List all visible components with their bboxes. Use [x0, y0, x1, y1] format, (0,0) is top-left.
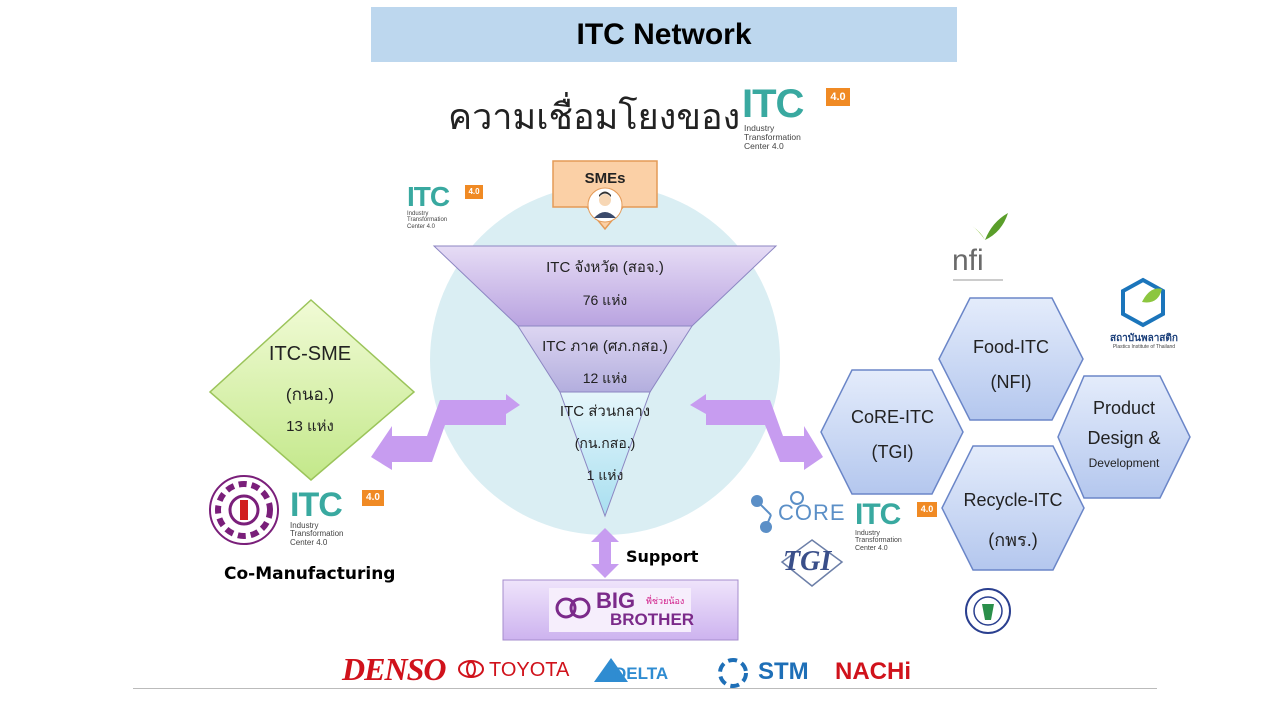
food-itc-org: (NFI): [990, 372, 1032, 392]
core-itc-org: (TGI): [871, 442, 914, 462]
network-heading: ความเชื่อมโยงของ: [448, 97, 741, 138]
right-connector-arrow: [690, 394, 823, 470]
tier-central-title: ITC ส่วนกลาง: [559, 403, 651, 420]
sponsor-toyota: TOYOTA: [489, 659, 570, 681]
sponsor-stm: STM: [758, 658, 809, 685]
product-design-line2: Design &: [1087, 428, 1161, 448]
big-brother-hands-icon: [555, 597, 591, 619]
nfi-leaf-icon: [972, 213, 1008, 240]
hex-food-itc: [938, 297, 1084, 421]
recycle-itc-title: Recycle-ITC: [963, 490, 1063, 510]
tier-region-count: 12 แห่ง: [582, 370, 628, 386]
person-icon: [587, 187, 623, 223]
plastics-institute-icon: [1121, 277, 1165, 328]
footer-divider: [133, 688, 1157, 689]
hex-core-itc: [820, 369, 964, 495]
core-itc-title: CoRE-ITC: [850, 407, 934, 427]
funnel-tier-central: [559, 391, 651, 518]
tgi-emblem-icon: [780, 539, 844, 587]
smes-label: SMEs: [584, 170, 626, 187]
support-arrow: [591, 528, 619, 578]
title-banner: ITC Network: [371, 7, 957, 62]
toyota-emblem-icon: [458, 660, 484, 678]
core-molecule-icon: [751, 491, 804, 533]
big-brother-brother: BROTHER: [610, 610, 695, 629]
tgi-logo-text: TGI: [783, 546, 832, 577]
left-connector-arrow: [371, 394, 520, 470]
ieat-logo-icon: [209, 475, 279, 545]
hex-product-design: [1057, 375, 1191, 499]
itc-logo-funnel: ITC 4.0 Industry Transformation Center 4…: [407, 183, 487, 233]
big-brother-thai: พี่ช่วยน้อง: [646, 596, 685, 606]
support-label: Support: [626, 547, 699, 566]
tier-central-count: 1 แห่ง: [586, 467, 624, 483]
core-logo-text: CORE: [778, 500, 846, 525]
sponsor-delta: DELTA: [614, 664, 669, 683]
food-itc-title: Food-ITC: [972, 337, 1050, 357]
plastics-institute-thai: สถาบันพลาสติก: [1110, 333, 1178, 344]
product-design-line3: Development: [1088, 456, 1160, 470]
hex-recycle-itc: [941, 445, 1085, 571]
nfi-logo-text: nfi: [952, 244, 984, 277]
recycle-itc-org: (กพร.): [988, 530, 1038, 550]
sponsor-nachi: NACHi: [835, 658, 911, 685]
tier-province-title: ITC จังหวัด (สอจ.): [546, 259, 664, 276]
product-design-line1: Product: [1092, 398, 1156, 418]
sponsor-denso: DENSO: [342, 651, 446, 687]
itc-sme-count: 13 แห่ง: [286, 418, 334, 435]
tier-central-dept: (กน.กสอ.): [574, 435, 636, 451]
government-seal-icon: [965, 588, 1011, 634]
itc-logo-main: ITC 4.0 Industry Transformation Center 4…: [742, 84, 852, 152]
itc-logo-core: ITC 4.0 Industry Transformation Center 4…: [855, 500, 941, 560]
tier-province-count: 76 แห่ง: [582, 292, 628, 308]
delta-triangle-icon: [594, 658, 628, 682]
itc-sme-diamond: [208, 298, 416, 481]
itc-logo-co-manufacturing: ITC 4.0 Industry Transformation Center 4…: [290, 488, 390, 552]
itc-sme-org: (กนอ.): [285, 385, 335, 404]
co-manufacturing-label: Co-Manufacturing: [224, 564, 396, 584]
plastics-institute-en: Plastics Institute of Thailand: [1112, 344, 1176, 350]
stm-gear-icon: [718, 658, 748, 688]
itc-sme-title: ITC-SME: [268, 343, 352, 365]
tier-region-title: ITC ภาค (ศภ.กสอ.): [542, 338, 668, 355]
page-title: ITC Network: [576, 17, 752, 51]
big-brother-big: BIG: [596, 588, 636, 613]
